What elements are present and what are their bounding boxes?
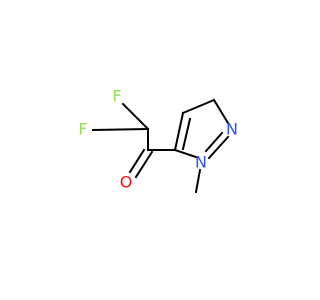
molecule-diagram: F F O N N xyxy=(78,87,238,194)
bond-n1-c5 xyxy=(173,148,198,159)
atom-label-n1: N xyxy=(195,153,207,172)
atom-label-f-upper: F xyxy=(112,87,121,106)
bond-n2-n1 xyxy=(207,135,230,160)
atom-label-n2: N xyxy=(226,120,238,139)
bond-c5-c4-inner xyxy=(181,117,192,151)
bond-c3-n2 xyxy=(212,98,230,125)
bond-carbonyl-o-1 xyxy=(128,148,146,174)
bond-n1-methyl xyxy=(194,168,202,194)
bond-c-f-left xyxy=(91,127,150,132)
molecule-canvas: F F O N N xyxy=(78,87,238,194)
atom-label-f-left: F xyxy=(78,120,87,139)
bond-c-f-upper xyxy=(121,102,150,131)
bond-c5-c4 xyxy=(173,111,185,152)
atom-label-o: O xyxy=(120,173,133,192)
bond-c4-c3 xyxy=(181,98,216,115)
bond-n2-n1-inner xyxy=(204,131,224,153)
bond-carbonyl-o-2 xyxy=(134,150,154,179)
